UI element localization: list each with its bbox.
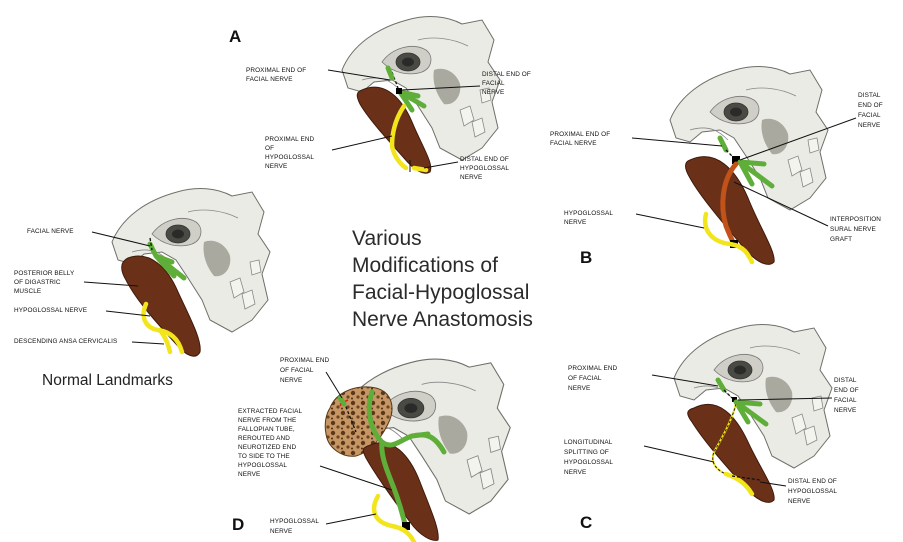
label-a-distal-hypoglossal: DISTAL END OF HYPOGLOSSAL NERVE — [460, 156, 511, 181]
panel-letter-c: C — [580, 513, 592, 532]
label-c-distal-facial: DISTAL END OF FACIAL NERVE — [834, 377, 861, 414]
label-posterior-belly: POSTERIOR BELLY OF DIGASTRIC MUSCLE — [14, 270, 76, 295]
panel-letter-b: B — [580, 248, 592, 267]
label-a-distal-facial: DISTAL END OF FACIAL NERVE — [482, 71, 533, 96]
label-a-proximal-hypoglossal: PROXIMAL END OF HYPOGLOSSAL NERVE — [265, 136, 316, 170]
label-facial-nerve: FACIAL NERVE — [27, 228, 74, 235]
label-b-hypoglossal: HYPOGLOSSAL NERVE — [564, 210, 615, 226]
panel-letter-a: A — [229, 27, 241, 46]
panel-a: A PROXIMAL END OF FACIAL NERVE DISTAL EN… — [229, 17, 533, 181]
label-hypoglossal-nerve: HYPOGLOSSAL NERVE — [14, 307, 87, 314]
diagram-title: Various Modifications of Facial-Hypoglos… — [352, 227, 535, 331]
label-descending-ansa: DESCENDING ANSA CERVICALIS — [14, 338, 117, 345]
label-d-hypoglossal: HYPOGLOSSAL NERVE — [270, 518, 321, 535]
label-b-distal-facial: DISTAL END OF FACIAL NERVE — [858, 92, 885, 129]
panel-d: D PROXIMAL END OF FACIAL NERVE EXTRACTED… — [232, 357, 510, 542]
label-d-extracted: EXTRACTED FACIAL NERVE FROM THE FALLOPIA… — [238, 408, 304, 478]
label-a-proximal-facial: PROXIMAL END OF FACIAL NERVE — [246, 67, 308, 83]
label-b-interposition: INTERPOSITION SURAL NERVE GRAFT — [830, 216, 883, 243]
panel-c: C PROXIMAL END OF FACIAL NERVE DISTAL EN… — [564, 325, 861, 532]
label-c-distal-hypoglossal: DISTAL END OF HYPOGLOSSAL NERVE — [788, 478, 839, 505]
panel-b: B PROXIMAL END OF FACIAL NERVE DISTAL EN… — [550, 67, 885, 267]
panel-letter-d: D — [232, 515, 244, 534]
label-d-proximal-facial: PROXIMAL END OF FACIAL NERVE — [280, 357, 331, 384]
label-b-proximal-facial: PROXIMAL END OF FACIAL NERVE — [550, 131, 612, 147]
panel-normal: FACIAL NERVE POSTERIOR BELLY OF DIGASTRI… — [14, 189, 270, 389]
skull-illustration — [674, 325, 832, 468]
label-c-longitudinal: LONGITUDINAL SPLITTING OF HYPOGLOSSAL NE… — [564, 439, 615, 476]
label-c-proximal-facial: PROXIMAL END OF FACIAL NERVE — [568, 365, 619, 392]
caption-normal-landmarks: Normal Landmarks — [42, 372, 173, 389]
